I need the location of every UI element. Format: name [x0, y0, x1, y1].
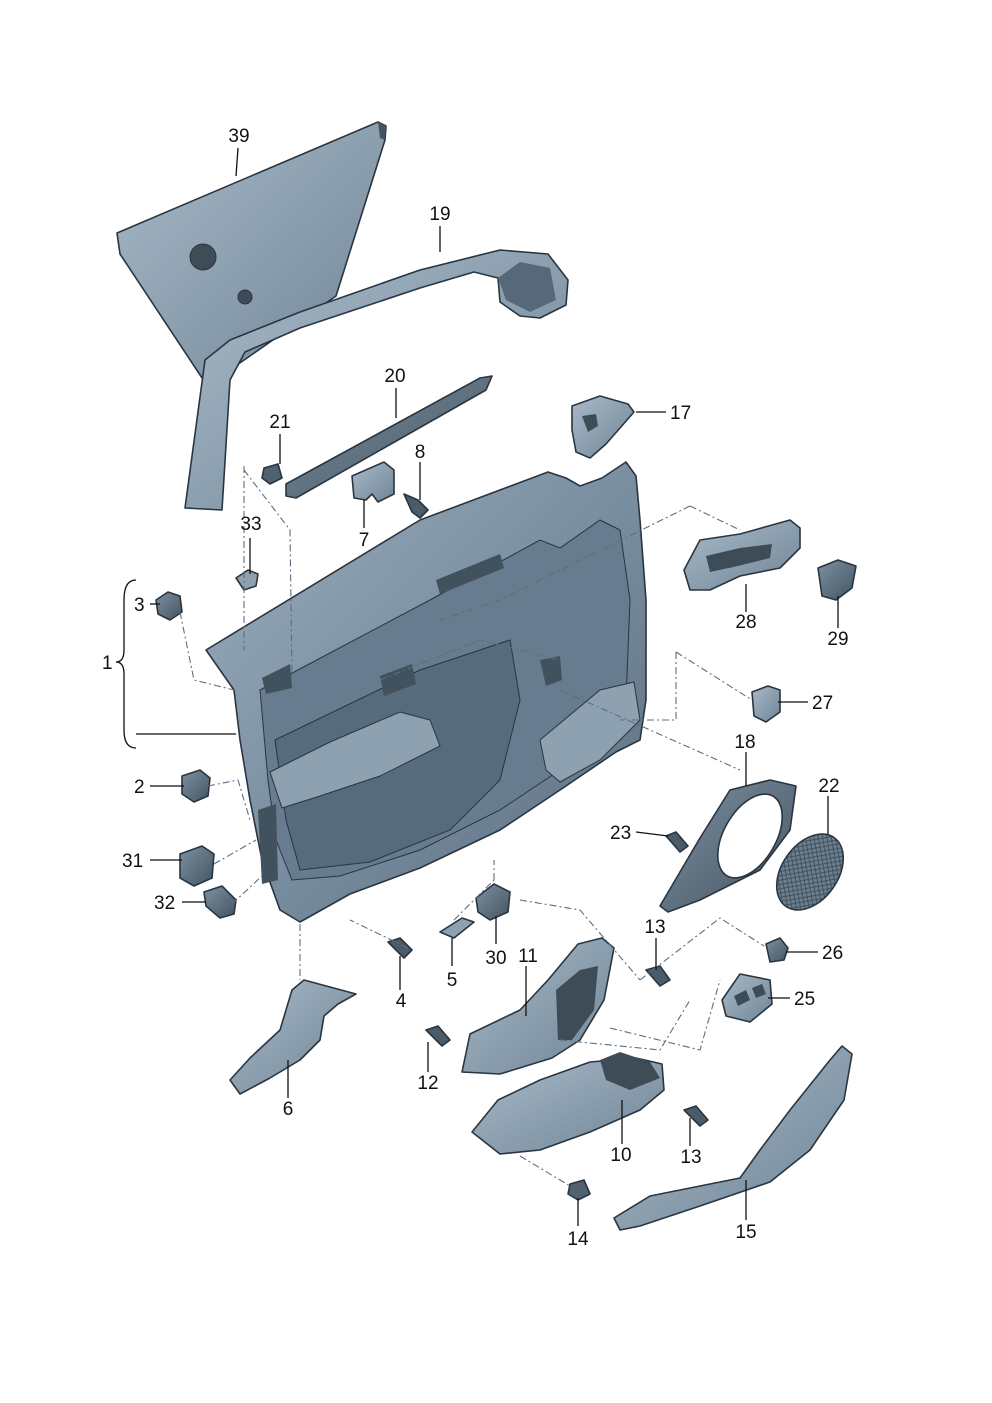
label-17: 17	[670, 403, 691, 424]
label-28: 28	[735, 612, 756, 633]
part-21-clip	[261, 463, 283, 485]
label-13-lower: 13	[680, 1147, 701, 1168]
leader-lines	[115, 147, 839, 1226]
label-18: 18	[734, 732, 755, 753]
label-2: 2	[134, 777, 145, 798]
label-6: 6	[283, 1099, 294, 1120]
part-30-switch	[475, 883, 511, 921]
label-20: 20	[384, 366, 405, 387]
label-27: 27	[812, 693, 833, 714]
label-25: 25	[794, 989, 815, 1010]
label-10: 10	[610, 1145, 631, 1166]
part-13-screw-lower	[683, 1105, 709, 1127]
part-5-pad	[439, 917, 475, 939]
label-11: 11	[518, 946, 538, 967]
label-23: 23	[610, 823, 631, 844]
label-4: 4	[396, 991, 407, 1012]
part-12-screw	[425, 1025, 451, 1047]
part-1-door-trim-panel	[205, 461, 647, 923]
part-25-switch-block	[721, 973, 773, 1023]
part-15-lower-trim-strip	[613, 1045, 853, 1231]
label-1: 1	[102, 653, 113, 674]
part-17-cover-cap	[571, 395, 635, 459]
part-18-speaker-trim-frame	[659, 779, 797, 913]
part-33-clip	[235, 569, 259, 591]
part-8-screw	[403, 493, 429, 519]
part-4-screw	[387, 937, 413, 959]
label-26: 26	[822, 943, 843, 964]
label-33: 33	[240, 514, 261, 535]
part-14-clip	[567, 1179, 591, 1201]
label-32: 32	[154, 893, 175, 914]
label-31: 31	[122, 851, 143, 872]
part-11-switch-housing	[461, 937, 615, 1075]
part-6-door-pocket-trim	[229, 979, 357, 1095]
label-8: 8	[415, 442, 426, 463]
label-30: 30	[485, 948, 506, 969]
part-31-switch	[179, 845, 215, 887]
part-29-handle-bracket	[817, 559, 857, 601]
part-3-plug	[155, 591, 183, 621]
part-10-armrest-trim	[471, 1052, 665, 1155]
label-5: 5	[447, 970, 458, 991]
label-19: 19	[429, 204, 450, 225]
label-7: 7	[359, 530, 370, 551]
part-39-sound-insulation	[116, 121, 387, 385]
part-2-cover	[181, 769, 211, 803]
part-26-clip	[765, 937, 789, 963]
label-3: 3	[134, 595, 145, 616]
part-28-door-handle	[683, 519, 801, 591]
part-22-speaker-grille	[775, 833, 845, 911]
label-22: 22	[818, 776, 839, 797]
label-29: 29	[827, 629, 848, 650]
part-32-switch	[203, 885, 237, 919]
label-21: 21	[269, 412, 290, 433]
part-7-bracket	[351, 461, 395, 503]
label-13-upper: 13	[644, 917, 665, 938]
label-39: 39	[228, 126, 249, 147]
part-27-switch-cover	[751, 685, 781, 723]
label-12: 12	[417, 1073, 438, 1094]
label-15: 15	[735, 1222, 756, 1243]
callout-labels: 39 19 20 17 21 8 7 33 3 1 28 29 27 18 22…	[102, 126, 849, 1250]
part-20-trim-strip	[285, 375, 493, 499]
part-23-screw	[665, 831, 689, 853]
part-13-screw-upper	[645, 965, 671, 987]
label-14: 14	[567, 1229, 589, 1250]
part-19-window-frame-trim	[184, 249, 569, 511]
dashed-reference-lines	[179, 466, 765, 1187]
